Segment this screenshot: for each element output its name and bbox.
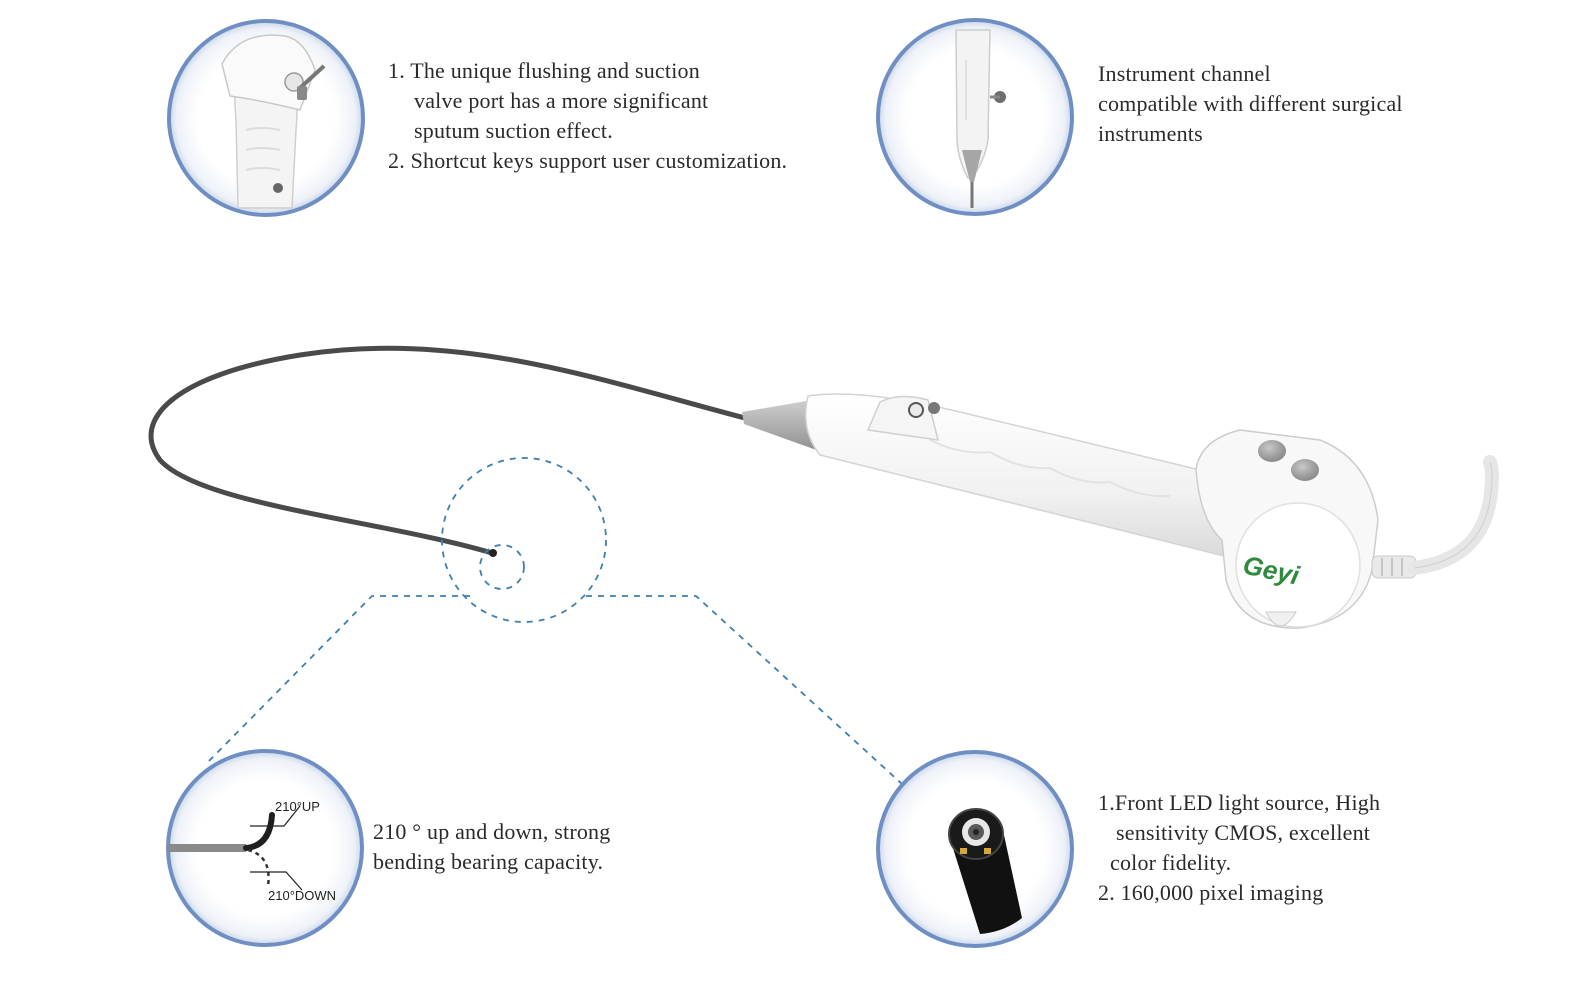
camera-tip-image	[948, 808, 1022, 934]
camera-detail-circle	[876, 750, 1074, 948]
bending-callout-text: 210 ° up and down, strong bending bearin…	[373, 817, 610, 877]
zoom-indicator	[205, 457, 903, 785]
valve-callout-line: 2. Shortcut keys support user customizat…	[388, 148, 788, 173]
valve-detail-circle	[167, 19, 365, 217]
strain-relief-cone	[742, 400, 822, 452]
insertion-cable	[148, 345, 748, 556]
grip-ridges	[929, 439, 1171, 498]
camera-callout-text: 1.Front LED light source, High sensitivi…	[1098, 788, 1380, 908]
bending-callout-line: 210 ° up and down, strong	[373, 819, 611, 844]
output-cable	[1371, 455, 1499, 579]
endoscope-device: Geyi	[148, 345, 1499, 629]
camera-callout-line: 1.Front LED light source, High	[1098, 790, 1381, 815]
valve-callout-line: sputum suction effect.	[414, 118, 613, 143]
port-cap	[908, 402, 924, 418]
valve-callout-line: valve port has a more significant	[414, 88, 709, 113]
channel-callout-line: instruments	[1098, 121, 1203, 146]
shortcut-button-2	[1291, 459, 1319, 481]
valve-callout-text: 1. The unique flushing and suction valve…	[388, 56, 787, 176]
valve-handle-image	[221, 34, 326, 209]
port-valve	[928, 402, 940, 414]
camera-callout-line: color fidelity.	[1110, 850, 1232, 875]
up-angle-label: 210°UP	[275, 799, 320, 814]
down-angle-label: 210°DOWN	[268, 888, 336, 903]
camera-callout-line: 2. 160,000 pixel imaging	[1098, 880, 1324, 905]
bottom-port	[1265, 611, 1297, 627]
channel-callout-line: compatible with different surgical	[1098, 91, 1403, 116]
instrument-channel-image	[955, 29, 1006, 208]
valve-callout-line: 1. The unique flushing and suction	[388, 58, 700, 83]
channel-callout-line: Instrument channel	[1098, 61, 1271, 86]
bending-diagram: 210°UP 210°DOWN	[168, 799, 336, 903]
bending-callout-line: bending bearing capacity.	[373, 849, 604, 874]
control-head-face	[1235, 502, 1361, 628]
channel-callout-text: Instrument channel compatible with diffe…	[1098, 59, 1403, 149]
bending-detail-circle: 210°UP 210°DOWN	[166, 749, 364, 947]
shortcut-button-1	[1258, 440, 1286, 462]
camera-callout-line: sensitivity CMOS, excellent	[1116, 820, 1371, 845]
channel-detail-circle	[876, 18, 1074, 216]
camera-tip	[489, 549, 497, 557]
